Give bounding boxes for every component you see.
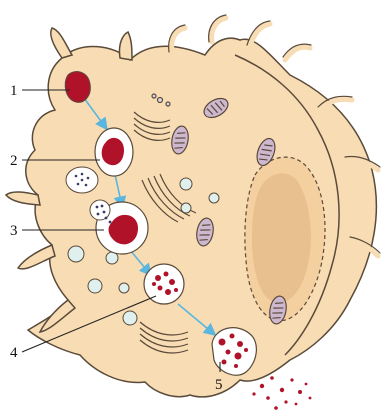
microvillus-4 bbox=[285, 47, 310, 60]
label-5: 5 bbox=[215, 377, 223, 393]
stage-1-particle bbox=[65, 72, 90, 103]
pseudopod-left bbox=[6, 192, 40, 205]
label-2: 2 bbox=[10, 153, 18, 169]
small-vesicle-4 bbox=[180, 178, 192, 190]
small-vesicle-5 bbox=[181, 203, 191, 213]
small-vesicle-2 bbox=[88, 279, 102, 293]
small-vesicle-8 bbox=[209, 193, 219, 203]
released-debris bbox=[252, 376, 311, 410]
label-1: 1 bbox=[10, 83, 18, 99]
pseudopod-top-left bbox=[51, 28, 72, 58]
stage-5-exocytosis bbox=[212, 328, 256, 376]
pseudopod-top bbox=[119, 32, 132, 60]
label-4: 4 bbox=[10, 345, 18, 361]
label-3: 3 bbox=[10, 223, 18, 239]
small-vesicle-1 bbox=[68, 246, 84, 262]
small-vesicle-6 bbox=[123, 311, 137, 325]
stage-2-phagosome bbox=[95, 128, 133, 176]
small-vesicle-7 bbox=[119, 283, 129, 293]
dotted-vesicle bbox=[66, 167, 98, 193]
microvillus-3 bbox=[250, 24, 270, 45]
